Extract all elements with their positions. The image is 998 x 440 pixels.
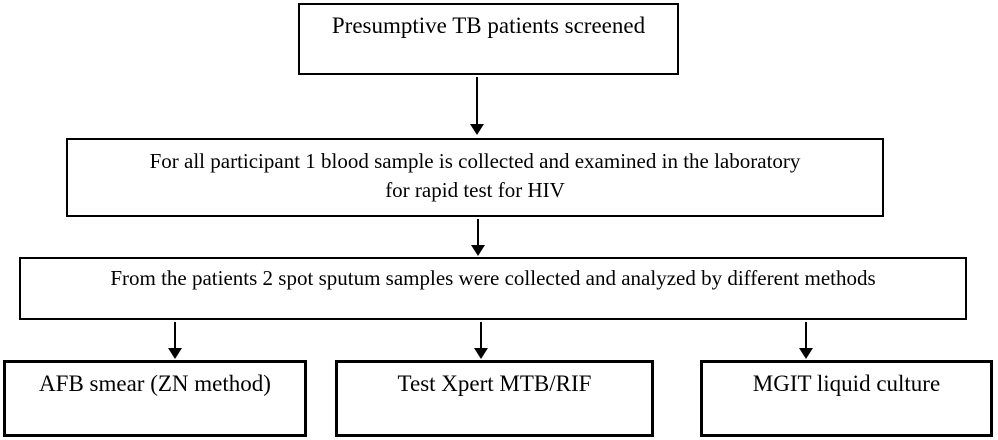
flow-node-label-line1: For all participant 1 blood sample is co… <box>149 149 801 173</box>
flow-node-presumptive-screened: Presumptive TB patients screened <box>298 3 679 75</box>
flow-node-mgit-culture: MGIT liquid culture <box>700 360 993 437</box>
arrow-head <box>799 348 813 359</box>
arrow-head <box>474 348 488 359</box>
flow-node-xpert-mtb-rif: Test Xpert MTB/RIF <box>335 360 654 437</box>
arrow-down-icon <box>168 322 182 359</box>
flow-node-blood-sample-hiv: For all participant 1 blood sample is co… <box>66 138 884 217</box>
arrow-head <box>470 124 484 135</box>
arrow-shaft <box>480 322 482 348</box>
flow-node-label-line2: for rapid test for HIV <box>385 178 565 202</box>
flow-node-label: Test Xpert MTB/RIF <box>397 371 592 396</box>
flow-node-label: From the patients 2 spot sputum samples … <box>110 266 876 290</box>
flow-node-label: Presumptive TB patients screened <box>331 13 646 38</box>
arrow-down-icon <box>471 219 485 256</box>
arrow-head <box>168 348 182 359</box>
flow-node-afb-smear: AFB smear (ZN method) <box>3 360 307 437</box>
flow-node-label: MGIT liquid culture <box>752 371 941 396</box>
flow-node-sputum-samples: From the patients 2 spot sputum samples … <box>19 257 967 320</box>
arrow-down-icon <box>474 322 488 359</box>
arrow-down-icon <box>470 77 484 135</box>
arrow-shaft <box>174 322 176 348</box>
flow-node-label: AFB smear (ZN method) <box>39 371 271 396</box>
arrow-shaft <box>477 219 479 245</box>
arrow-down-icon <box>799 322 813 359</box>
arrow-shaft <box>476 77 478 124</box>
arrow-head <box>471 245 485 256</box>
arrow-shaft <box>805 322 807 348</box>
